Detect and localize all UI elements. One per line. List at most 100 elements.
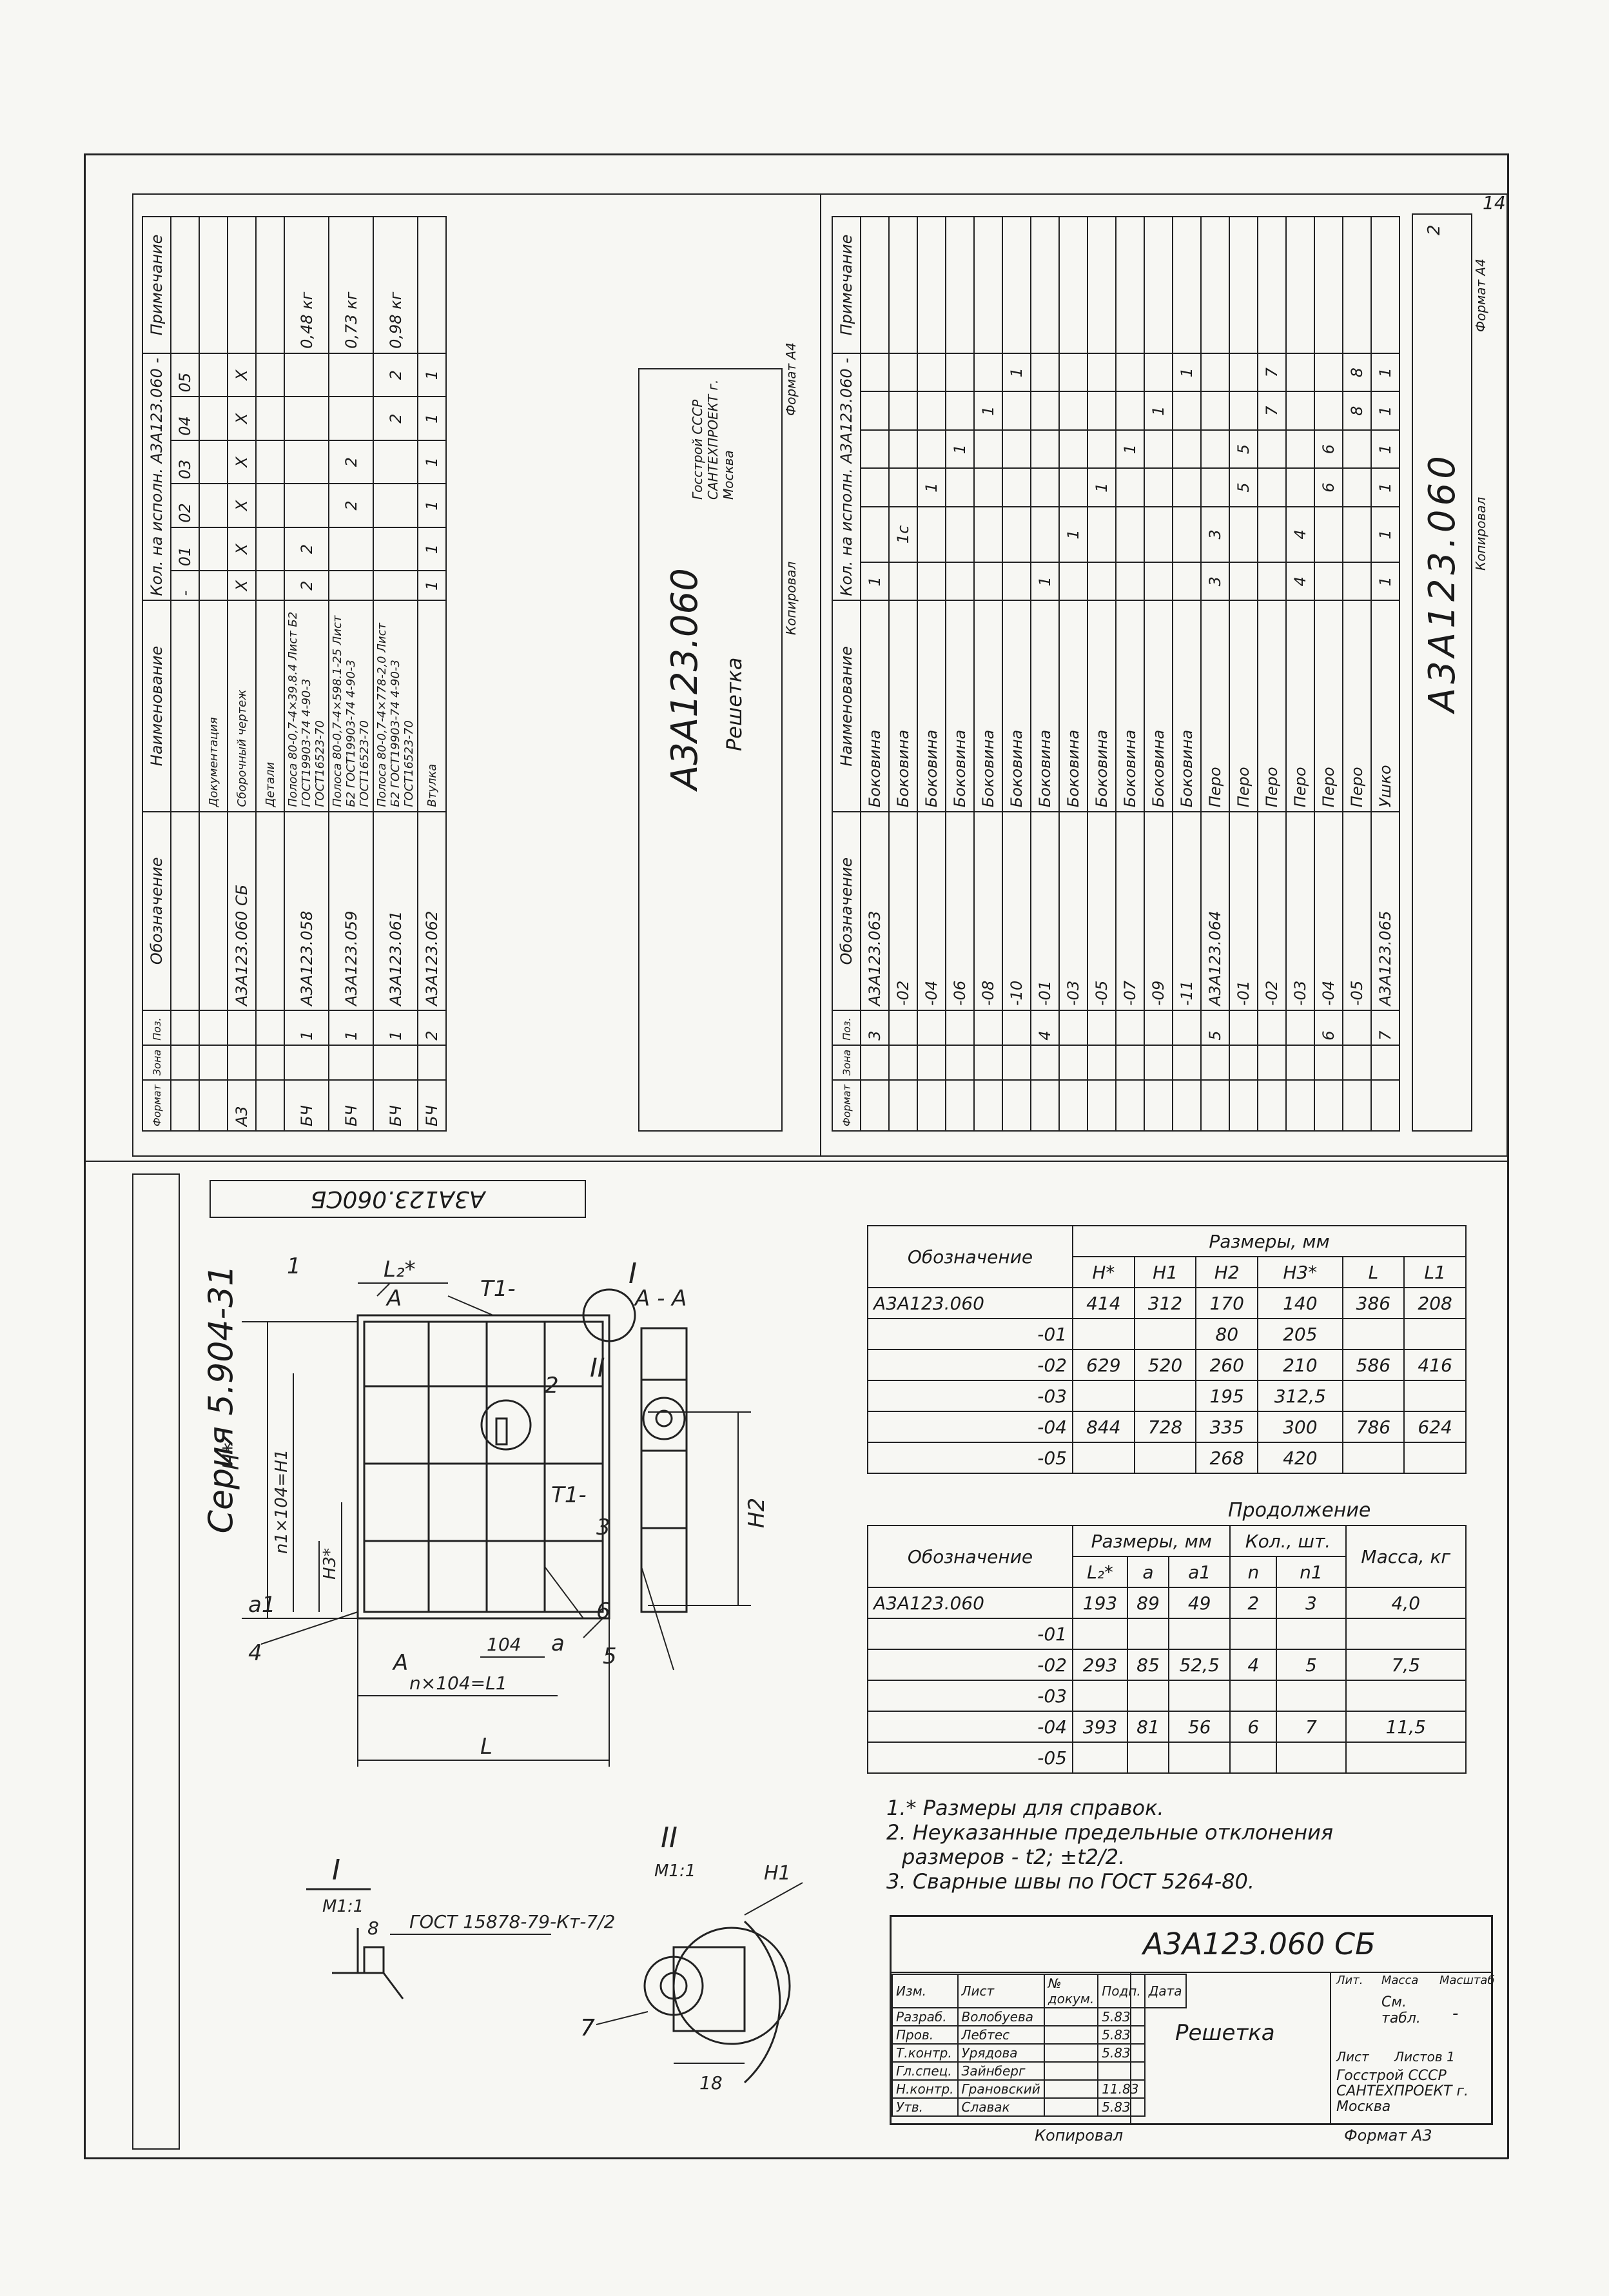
spec-format: БЧ	[329, 1080, 373, 1131]
label-roman-2: II	[590, 1353, 605, 1383]
cont-L2: 293	[1071, 1649, 1129, 1681]
spec2-qty: 1	[1144, 391, 1173, 430]
side-strip	[132, 1173, 180, 2150]
frame-left	[84, 153, 86, 2159]
spec2-designation: А3А123.065	[1371, 812, 1399, 1010]
spec2-h-note: Примечание	[832, 217, 861, 353]
cont-m: 4,0	[1345, 1587, 1467, 1619]
spec-qcol: 03	[171, 440, 199, 484]
spec2-titleblock-frame	[1412, 213, 1472, 1132]
dims-H2: 170	[1195, 1287, 1259, 1319]
spec-name: Полоса 80-0,7-4×39.8.4 Лист Б2 ГОСТ19903…	[284, 600, 329, 812]
spec-format: БЧ	[373, 1080, 418, 1131]
cont-designation: -02	[867, 1649, 1073, 1681]
spec2-name: Боковина	[1031, 600, 1059, 812]
spec2-zone	[946, 1045, 974, 1081]
spec2-qty	[1314, 562, 1343, 601]
dims-H1: 312	[1133, 1287, 1197, 1319]
dims-designation: -02	[867, 1349, 1073, 1381]
label-T1: Т1-	[480, 1276, 516, 1302]
spec2-qty	[1031, 429, 1059, 469]
spec2-qty: 1	[1173, 353, 1201, 392]
spec2-qty: 1	[1371, 506, 1399, 563]
spec-name: Втулка	[418, 600, 446, 812]
spec2-qty	[1286, 353, 1314, 392]
note-3: 3. Сварные швы по ГОСТ 5264-80.	[886, 1869, 1255, 1894]
spec2-qty	[1286, 391, 1314, 430]
spec-qty	[373, 440, 418, 484]
tb-date: 5.83	[1097, 2043, 1146, 2063]
pos-1: 1	[287, 1253, 301, 1279]
spec2-zone	[1229, 1045, 1258, 1081]
tb-sheets: Листов 1	[1394, 2049, 1455, 2065]
spec-qty: X	[228, 484, 256, 527]
spec2-format	[1258, 1080, 1286, 1131]
spec2-qty	[1343, 468, 1371, 507]
tb-role: Лист	[957, 1974, 1045, 2008]
spec-qcol: 04	[171, 397, 199, 440]
spec2-qty	[1286, 468, 1314, 507]
spec2-qty	[1144, 353, 1173, 392]
cont-row: -05	[867, 1742, 1467, 1774]
label-H2: H2	[744, 1498, 770, 1528]
cont-sub: n1	[1276, 1556, 1347, 1588]
cont-row: -03	[867, 1680, 1467, 1712]
spec2-format	[1116, 1080, 1144, 1131]
spec2-qty: 1	[1371, 468, 1399, 507]
tb-org: Госстрой СССР САНТЕХПРОЕКТ г. Москва	[1336, 2068, 1468, 2115]
spec2-qty	[861, 429, 889, 469]
tb-date: 5.83	[1097, 2025, 1146, 2045]
spec-qty: 2	[284, 571, 329, 601]
cont-designation: А3А123.060	[867, 1587, 1073, 1619]
dims-H: 629	[1072, 1349, 1135, 1381]
spec2-qty	[1116, 468, 1144, 507]
spec-pos: 1	[329, 1010, 373, 1045]
spec-sheet-area	[132, 193, 1508, 1157]
spec2-format	[889, 1080, 917, 1131]
dims-H3: 205	[1257, 1318, 1343, 1350]
grille-front-view: L₂* А А А - А Т1- Т1- H* n1×104=H1 H3* H…	[222, 1253, 770, 1767]
cont-designation: -05	[867, 1742, 1073, 1774]
spec2-note	[1002, 217, 1031, 353]
spec2-zone	[1116, 1045, 1144, 1081]
stamp-code: А3А123.060СБ	[210, 1180, 586, 1218]
spec2-format	[1371, 1080, 1399, 1131]
tb-people: Изм. Лист № докум. Подп. Дата Разраб.Вол…	[892, 1974, 1187, 2117]
spec-note	[418, 217, 446, 353]
spec-zone	[329, 1045, 373, 1081]
spec-h-qty: Кол. на исполн. А3А123.060 -	[142, 353, 171, 601]
spec2-qty	[861, 506, 889, 563]
cont-m	[1345, 1680, 1467, 1712]
tb-role: Дата	[1144, 1974, 1187, 2008]
tb-sheet: Лист	[1336, 2049, 1369, 2065]
spec-qty	[256, 571, 284, 601]
spec2-qty	[917, 506, 946, 563]
dims-L1: 624	[1403, 1411, 1467, 1443]
spec2-note	[1371, 217, 1399, 353]
spec2-name: Боковина	[1173, 600, 1201, 812]
spec-qcol: 02	[171, 484, 199, 527]
spec-qty: X	[228, 440, 256, 484]
spec2-qty	[946, 353, 974, 392]
dims-H3: 420	[1257, 1442, 1343, 1474]
spec-designation: А3А123.058	[284, 811, 329, 1010]
frame-top	[84, 153, 1508, 155]
spec2-note	[1173, 217, 1201, 353]
dims-H	[1072, 1380, 1135, 1412]
spec2-name: Перо	[1258, 600, 1286, 812]
spec2-pos	[1116, 1010, 1144, 1045]
spec-zone	[256, 1045, 284, 1081]
tb-lit: Лит.	[1336, 1974, 1363, 1987]
spec2-qty	[1173, 562, 1201, 601]
spec2-zone	[917, 1045, 946, 1081]
spec-qty: 2	[373, 397, 418, 440]
tb-date: 5.83	[1097, 2097, 1146, 2117]
pos-4: 4	[248, 1640, 262, 1666]
spec-qty	[256, 353, 284, 397]
spec-qty	[199, 571, 228, 601]
spec2-qty: 1	[1002, 353, 1031, 392]
tb-person-role: Разраб.	[892, 2007, 959, 2026]
